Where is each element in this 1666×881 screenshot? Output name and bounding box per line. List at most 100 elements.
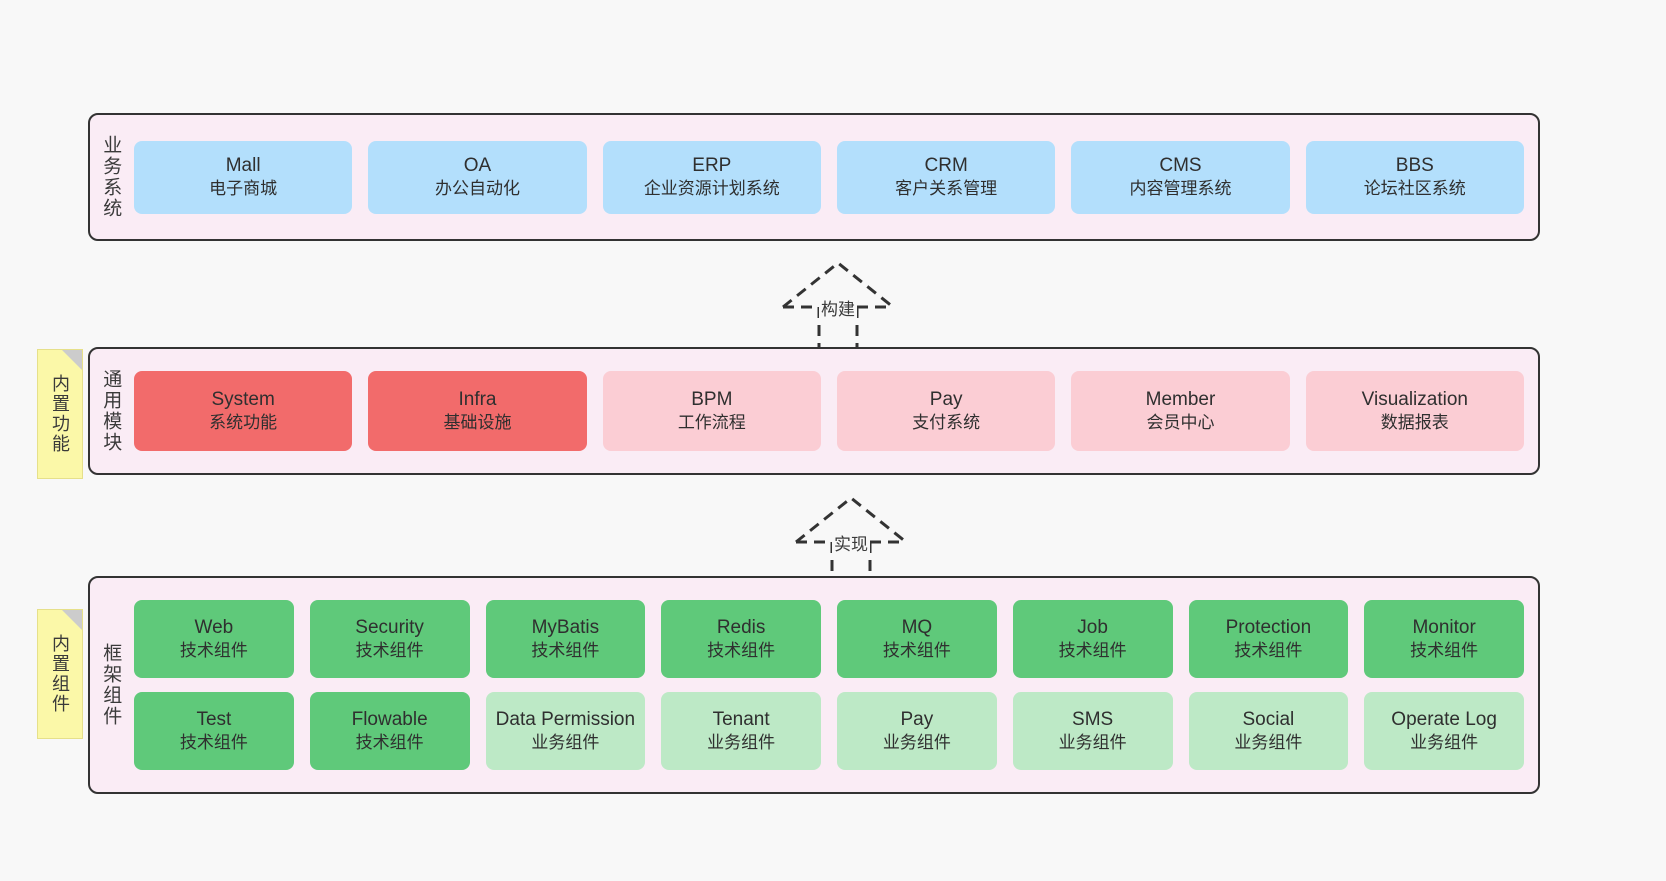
sticky-fold-icon <box>62 610 82 630</box>
card-protection[interactable]: Protection 技术组件 <box>1188 600 1349 678</box>
card-mybatis[interactable]: MyBatis 技术组件 <box>485 600 646 678</box>
card-title: Member <box>1145 388 1216 410</box>
tier-business-systems: 业务系统 Mall 电子商城 OA 办公自动化 ERP 企业资源计划系统 CRM… <box>88 113 1540 241</box>
card-title: Social <box>1242 708 1295 730</box>
card-subtitle: 技术组件 <box>1410 641 1479 661</box>
card-title: Pay <box>929 388 963 410</box>
card-subtitle: 业务组件 <box>882 733 951 753</box>
card-redis[interactable]: Redis 技术组件 <box>661 600 821 678</box>
card-security[interactable]: Security 技术组件 <box>309 600 470 678</box>
card-crm[interactable]: CRM 客户关系管理 <box>836 140 1056 214</box>
tier-row: Web 技术组件 Security 技术组件 MyBatis 技术组件 Redi… <box>134 600 1524 678</box>
card-subtitle: 基础设施 <box>443 413 512 433</box>
card-subtitle: 业务组件 <box>1058 733 1127 753</box>
card-title: Data Permission <box>495 708 636 730</box>
card-title: Web <box>194 616 234 638</box>
sticky-note-builtin-components: 内置组件 <box>37 609 83 739</box>
card-tenant[interactable]: Tenant 业务组件 <box>661 692 821 770</box>
card-title: System <box>211 388 275 410</box>
card-monitor[interactable]: Monitor 技术组件 <box>1364 600 1524 678</box>
card-mall[interactable]: Mall 电子商城 <box>134 140 353 214</box>
card-title: MyBatis <box>531 616 600 638</box>
card-title: Job <box>1077 616 1108 638</box>
tier-label-business-systems: 业务系统 <box>100 135 122 219</box>
sticky-note-builtin-features: 内置功能 <box>37 349 83 479</box>
card-subtitle: 技术组件 <box>179 733 248 753</box>
card-oa[interactable]: OA 办公自动化 <box>368 140 587 214</box>
arrow-implement-label: 实现 <box>832 530 870 555</box>
card-system[interactable]: System 系统功能 <box>134 371 353 451</box>
card-title: OA <box>463 154 492 176</box>
card-subtitle: 工作流程 <box>677 413 746 433</box>
card-subtitle: 技术组件 <box>1058 641 1127 661</box>
card-data-permission[interactable]: Data Permission 业务组件 <box>485 692 646 770</box>
card-title: MQ <box>901 616 933 638</box>
card-subtitle: 会员中心 <box>1146 413 1215 433</box>
card-title: BBS <box>1395 154 1434 176</box>
tier-body-framework-components: Web 技术组件 Security 技术组件 MyBatis 技术组件 Redi… <box>130 578 1538 792</box>
card-bpm[interactable]: BPM 工作流程 <box>602 371 821 451</box>
card-social[interactable]: Social 业务组件 <box>1188 692 1349 770</box>
sticky-note-label: 内置组件 <box>50 634 70 714</box>
arrow-build: 构建 <box>763 255 913 355</box>
card-title: ERP <box>692 154 732 176</box>
card-title: BPM <box>691 388 733 410</box>
card-title: Protection <box>1225 616 1312 638</box>
card-title: SMS <box>1072 708 1114 730</box>
card-title: Operate Log <box>1391 708 1497 730</box>
sticky-note-label: 内置功能 <box>50 374 70 454</box>
tier-label-framework-components: 框架组件 <box>100 643 122 727</box>
card-sms[interactable]: SMS 业务组件 <box>1012 692 1173 770</box>
card-erp[interactable]: ERP 企业资源计划系统 <box>602 140 821 214</box>
card-pay-business[interactable]: Pay 业务组件 <box>837 692 997 770</box>
card-subtitle: 企业资源计划系统 <box>643 179 780 199</box>
card-subtitle: 论坛社区系统 <box>1363 179 1466 199</box>
card-title: Test <box>196 708 232 730</box>
card-title: Infra <box>458 388 497 410</box>
tier-row: Test 技术组件 Flowable 技术组件 Data Permission … <box>134 692 1524 770</box>
card-subtitle: 业务组件 <box>531 733 600 753</box>
card-title: Tenant <box>712 708 770 730</box>
card-subtitle: 支付系统 <box>912 413 981 433</box>
card-title: Visualization <box>1361 388 1468 410</box>
tier-framework-components: 框架组件 Web 技术组件 Security 技术组件 MyBatis 技术组件… <box>88 576 1540 794</box>
card-pay[interactable]: Pay 支付系统 <box>836 371 1056 451</box>
card-mq[interactable]: MQ 技术组件 <box>837 600 997 678</box>
card-title: CMS <box>1159 154 1202 176</box>
card-subtitle: 技术组件 <box>179 641 248 661</box>
tier-label-common-modules: 通用模块 <box>100 369 122 453</box>
card-test[interactable]: Test 技术组件 <box>134 692 294 770</box>
card-member[interactable]: Member 会员中心 <box>1071 371 1290 451</box>
tier-row: Mall 电子商城 OA 办公自动化 ERP 企业资源计划系统 CRM 客户关系… <box>134 140 1524 214</box>
card-web[interactable]: Web 技术组件 <box>134 600 294 678</box>
card-title: Mall <box>225 154 261 176</box>
card-subtitle: 办公自动化 <box>434 179 520 199</box>
card-cms[interactable]: CMS 内容管理系统 <box>1071 140 1290 214</box>
card-subtitle: 数据报表 <box>1380 413 1449 433</box>
card-subtitle: 技术组件 <box>882 641 951 661</box>
card-flowable[interactable]: Flowable 技术组件 <box>309 692 470 770</box>
card-subtitle: 系统功能 <box>209 413 278 433</box>
card-title: Security <box>355 616 424 638</box>
card-operate-log[interactable]: Operate Log 业务组件 <box>1364 692 1524 770</box>
arrow-implement: 实现 <box>776 490 926 590</box>
tier-body-common-modules: System 系统功能 Infra 基础设施 BPM 工作流程 Pay 支付系统… <box>130 349 1538 473</box>
card-bbs[interactable]: BBS 论坛社区系统 <box>1305 140 1524 214</box>
card-subtitle: 业务组件 <box>1410 733 1479 753</box>
card-visualization[interactable]: Visualization 数据报表 <box>1305 371 1524 451</box>
card-title: Pay <box>900 708 934 730</box>
card-title: Redis <box>716 616 766 638</box>
card-subtitle: 技术组件 <box>355 733 424 753</box>
sticky-fold-icon <box>62 350 82 370</box>
arrow-build-label: 构建 <box>819 295 857 320</box>
tier-common-modules: 通用模块 System 系统功能 Infra 基础设施 BPM 工作流程 Pay… <box>88 347 1540 475</box>
card-subtitle: 技术组件 <box>707 641 776 661</box>
card-job[interactable]: Job 技术组件 <box>1012 600 1173 678</box>
card-subtitle: 技术组件 <box>1234 641 1303 661</box>
card-infra[interactable]: Infra 基础设施 <box>368 371 587 451</box>
card-subtitle: 技术组件 <box>531 641 600 661</box>
tier-row: System 系统功能 Infra 基础设施 BPM 工作流程 Pay 支付系统… <box>134 371 1524 451</box>
card-subtitle: 内容管理系统 <box>1129 179 1232 199</box>
card-subtitle: 业务组件 <box>1234 733 1303 753</box>
